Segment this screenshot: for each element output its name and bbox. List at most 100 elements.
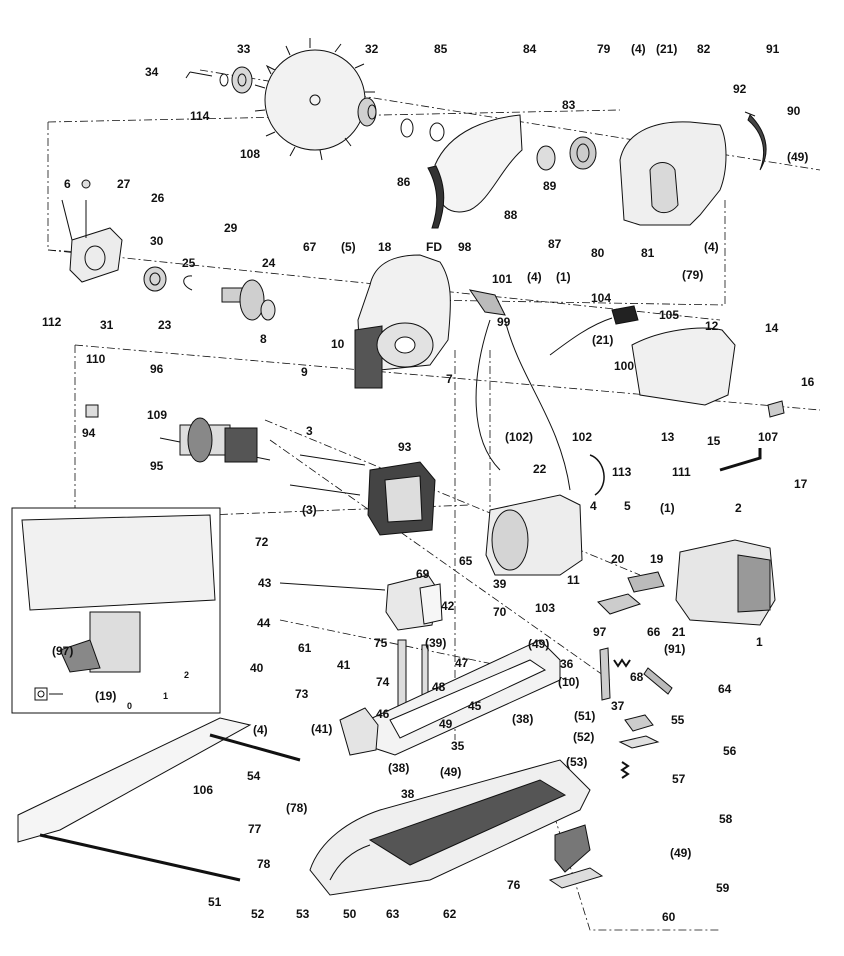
callout-111: 111: [672, 465, 691, 479]
callout-78b: 78: [257, 857, 271, 871]
callout-3: 3: [306, 424, 313, 438]
bearing-23: [143, 266, 167, 292]
callout-66: 66: [647, 625, 661, 639]
callout-38b: (38): [388, 761, 410, 775]
callout-38: (38): [512, 712, 534, 726]
callout-14: 14: [765, 321, 779, 335]
callout-26: 26: [151, 191, 165, 205]
callout-49: (49): [787, 150, 809, 164]
callout-51b: 51: [208, 895, 222, 909]
callout-68: 68: [630, 670, 644, 684]
callout-101: 101: [492, 272, 513, 286]
callout-16: 16: [801, 375, 815, 389]
callout-97b: (97): [52, 644, 74, 658]
callout-5b: 5: [624, 499, 631, 513]
callout-96: 96: [150, 362, 164, 376]
vent-fins: [354, 325, 383, 389]
callout-41b: (41): [311, 722, 333, 736]
callout-19b: (19): [95, 689, 117, 703]
bolt-43: [279, 582, 386, 591]
callout-2: 2: [735, 501, 742, 515]
inset-mark-1: 1: [163, 691, 169, 701]
callout-10: 10: [331, 337, 345, 351]
callout-97: 97: [593, 625, 607, 639]
callout-106: 106: [193, 783, 214, 797]
saw-blade: [254, 38, 375, 161]
callout-7: 7: [446, 372, 453, 386]
callout-54: 54: [247, 769, 261, 783]
callout-4e: (4): [253, 723, 268, 737]
callout-67: 67: [303, 240, 317, 254]
drive-gear-83: [569, 136, 597, 170]
screw-6: [61, 199, 73, 241]
callout-24: 24: [262, 256, 276, 270]
knob-55: [624, 714, 654, 732]
callout-4: (4): [631, 42, 646, 56]
bolt-34: [185, 71, 213, 79]
outer-flange-33: [231, 66, 253, 94]
callout-43: 43: [258, 576, 272, 590]
spring-113: [589, 454, 605, 496]
hex-key-107: [719, 448, 762, 472]
callout-5: (5): [341, 240, 356, 254]
callout-40: 40: [250, 661, 264, 675]
callout-1c: 1: [756, 635, 763, 649]
fence-106: [17, 717, 252, 843]
callout-34: 34: [145, 65, 159, 79]
callout-49e: (49): [670, 846, 692, 860]
side-plate-12: [631, 327, 736, 406]
callout-73: 73: [295, 687, 309, 701]
callout-4c: (4): [527, 270, 542, 284]
lower-guard-87: [434, 114, 523, 213]
callout-47: 47: [455, 656, 469, 670]
callout-84: 84: [523, 42, 537, 56]
switch-20: [627, 571, 665, 593]
callout-25: 25: [182, 256, 196, 270]
callout-49b: (49): [528, 637, 550, 651]
callout-41: 41: [337, 658, 351, 672]
callout-92: 92: [733, 82, 747, 96]
callout-88: 88: [504, 208, 518, 222]
cable-104: [549, 317, 613, 356]
callout-1b: (1): [660, 501, 675, 515]
cable-102: [475, 319, 571, 491]
riving-knife-90: [747, 114, 767, 171]
callout-65: 65: [459, 554, 473, 568]
screw-3a: [299, 454, 366, 466]
callout-72: 72: [255, 535, 269, 549]
callout-61: 61: [298, 641, 312, 655]
callout-94: 94: [82, 426, 96, 440]
screw-3b: [289, 484, 361, 496]
callout-17: 17: [794, 477, 808, 491]
callout-8: 8: [260, 332, 267, 346]
callout-79b: (79): [682, 268, 704, 282]
circlip-25: [183, 275, 193, 291]
callout-87: 87: [548, 237, 562, 251]
callout-19: 19: [650, 552, 664, 566]
callout-31: 31: [100, 318, 114, 332]
spring-57: [620, 761, 630, 779]
callout-22: 22: [533, 462, 547, 476]
callout-6: 6: [64, 177, 71, 191]
callout-38c: 38: [401, 787, 415, 801]
callout-27: 27: [117, 177, 131, 191]
callout-52b: 52: [251, 907, 265, 921]
callout-63: 63: [386, 907, 400, 921]
ring-86: [400, 118, 414, 138]
callout-20: 20: [611, 552, 625, 566]
callout-30: 30: [150, 234, 164, 248]
callout-52: (52): [573, 730, 595, 744]
callout-10b: (10): [558, 675, 580, 689]
base-grid: [368, 779, 567, 866]
side-plate-73: [339, 707, 379, 756]
lever-64: [643, 667, 673, 695]
stator-93: [367, 461, 436, 536]
callout-100: 100: [614, 359, 635, 373]
callout-93: 93: [398, 440, 412, 454]
callout-9: 9: [301, 365, 308, 379]
callout-104: 104: [591, 291, 612, 305]
callout-76: 76: [507, 878, 521, 892]
callout-90: 90: [787, 104, 801, 118]
callout-62: 62: [443, 907, 457, 921]
